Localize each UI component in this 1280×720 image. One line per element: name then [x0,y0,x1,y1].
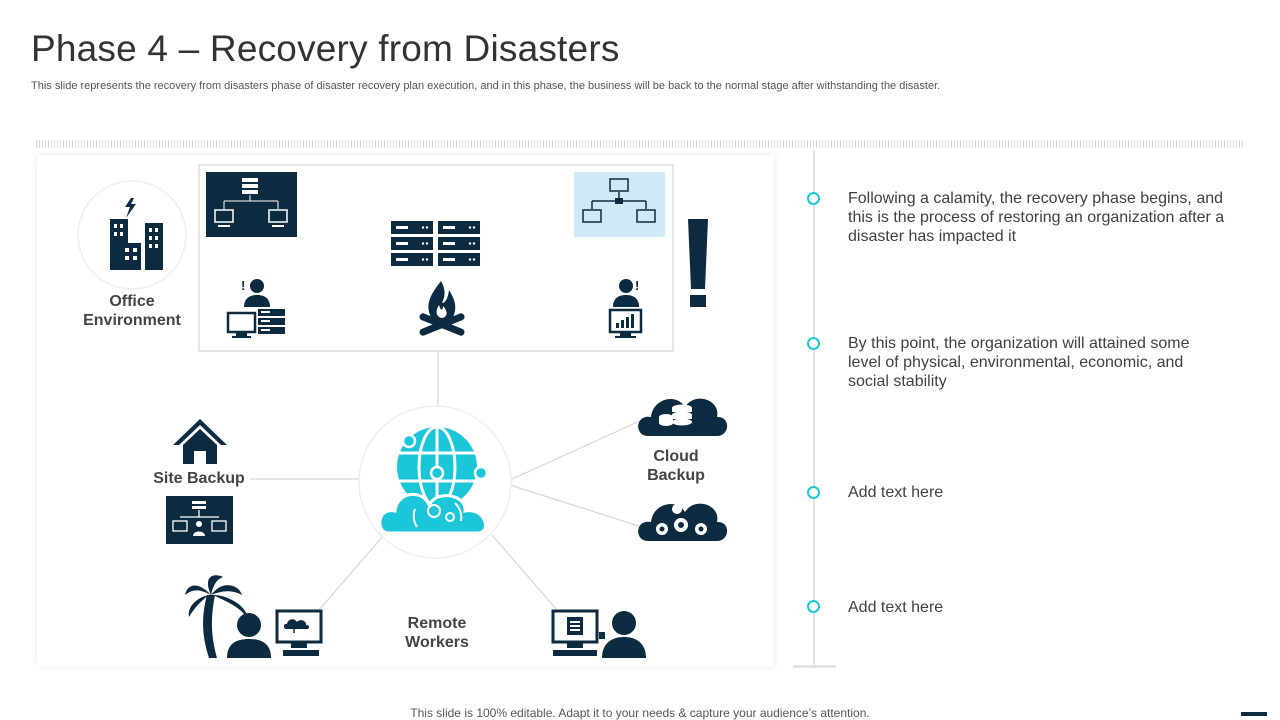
site-backup-label: Site Backup [153,470,245,487]
network-diagram-icon [206,172,297,237]
office-label-line2: Environment [83,312,181,329]
timeline-line [813,150,815,665]
timeline-dot-4 [807,600,820,613]
timeline-base [793,665,836,668]
site-network-icon [166,496,233,544]
point-text-4: Add text here [848,599,944,616]
palm-tree-icon [185,575,247,658]
exclamation-icon [688,219,708,307]
network-diagram-light-icon [574,172,665,237]
remote-workers-label: Remote Workers [389,614,485,652]
point-text-2: By this point, the organization will att… [848,335,1190,390]
remote-worker-right-icon [551,609,646,658]
slide-title: Phase 4 – Recovery from Disasters [31,28,620,69]
cloud-database-icon [638,398,728,436]
timeline-dot-3 [807,486,820,499]
server-rack-icon [391,221,480,266]
office-label-line1: Office [109,293,155,310]
timeline-dot-2 [807,337,820,350]
timeline-dot-1 [807,192,820,205]
point-text-3: Add text here [848,484,944,501]
alert-user-server-icon: ! [226,278,285,338]
office-environment-label: Office Environment [73,292,191,330]
point-text-1: Following a calamity, the recovery phase… [848,190,1225,245]
buildings-icon [110,198,163,270]
hatch-divider [36,140,1245,148]
remote-worker-left-icon [227,609,323,658]
corner-accent-bar [1241,712,1267,716]
slide-subtitle: This slide represents the recovery from … [31,80,941,92]
cloud-backup-label: Cloud Backup [629,447,723,485]
cloud-globe-icon [378,425,489,535]
svg-text:!: ! [635,278,639,293]
cloud-label-line2: Backup [647,467,705,484]
cloud-gears-icon [638,503,728,541]
fire-icon [419,281,465,336]
office-circle [77,180,187,290]
diagram-canvas: ! ! [77,164,728,658]
slide-footer: This slide is 100% editable. Adapt it to… [410,706,870,720]
remote-label-line1: Remote [407,615,467,632]
svg-text:!: ! [241,278,245,293]
remote-label-line2: Workers [405,634,469,651]
diagram-panel: ! ! [37,155,774,667]
alert-user-analytics-icon: ! [608,278,643,338]
cloud-label-line1: Cloud [653,448,699,465]
house-icon [173,419,227,464]
